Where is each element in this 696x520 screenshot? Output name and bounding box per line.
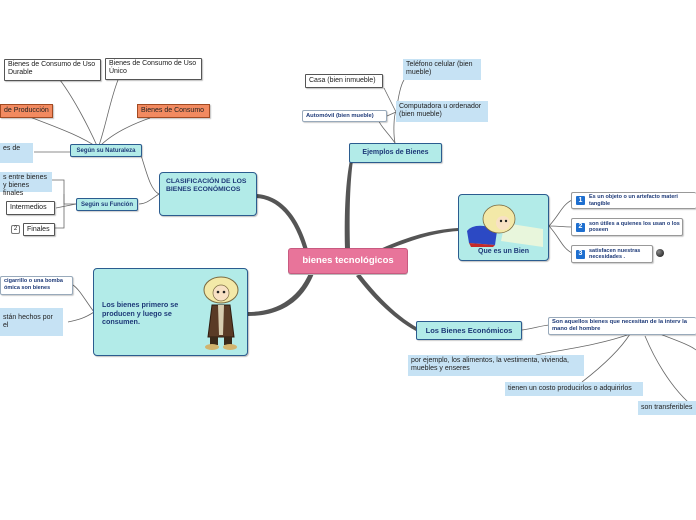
- cut-naturaleza-label: es de: [3, 145, 20, 152]
- ejemplos-node[interactable]: Ejemplos de Bienes: [349, 143, 442, 163]
- produccion-label: de Producción: [4, 107, 49, 115]
- uso-unico-label: Bienes de Consumo de Uso Único: [109, 60, 196, 75]
- cut-naturaleza-node[interactable]: es de: [0, 143, 33, 163]
- cut-funcion-line-1: s entre bienes: [3, 174, 49, 182]
- segun-funcion-label: Según su Función: [81, 201, 133, 209]
- economicos-costo-label: tienen un costo producirlos o adquirirlo…: [508, 385, 632, 393]
- finales-badge: 2: [11, 225, 20, 234]
- finales-badge-label: 2: [14, 226, 17, 232]
- cut-funcion-line-2: y bienes finales: [3, 182, 49, 198]
- number-one-icon: 1: [576, 196, 585, 205]
- economicos-node[interactable]: Los Bienes Económicos: [416, 321, 522, 340]
- primero-note-1-label: cigarrillo o una bomba ómica son bienes: [4, 278, 63, 291]
- character-image: [198, 275, 244, 353]
- telefono-label: Teléfono celular (bien mueble): [406, 61, 473, 76]
- root-label: bienes tecnológicos: [302, 257, 393, 265]
- economicos-costo[interactable]: tienen un costo producirlos o adquirirlo…: [505, 382, 643, 396]
- computadora-label: Computadora u ordenador (bien mueble): [399, 103, 481, 118]
- produccion-node[interactable]: de Producción: [0, 104, 53, 118]
- que-es-item-1-text: Es un objeto o un artefacto materi tangi…: [589, 194, 696, 207]
- economicos-transferibles-label: son transferibles: [641, 404, 692, 412]
- economicos-desc-label: Son aquellos bienes que necesitan de la …: [552, 319, 687, 332]
- bienes-consumo-label: Bienes de Consumo: [141, 107, 204, 115]
- que-es-item-3-text: satisfacen nuestras necesidades .: [589, 248, 652, 261]
- telefono-node[interactable]: Teléfono celular (bien mueble): [403, 59, 481, 80]
- flying-character-image: [465, 201, 543, 247]
- economicos-desc[interactable]: Son aquellos bienes que necesitan de la …: [548, 317, 696, 335]
- economicos-ejemplo-label: por ejemplo, los alimentos, la vestiment…: [411, 357, 569, 372]
- clasificacion-title: CLASIFICACIÓN DE LOS BIENES ECONÓMICOS: [166, 178, 246, 193]
- bienes-consumo-node[interactable]: Bienes de Consumo: [137, 104, 210, 118]
- intermedios-node[interactable]: Intermedios: [6, 201, 55, 215]
- que-es-item-3[interactable]: 3 satisfacen nuestras necesidades .: [571, 245, 653, 263]
- uso-unico-node[interactable]: Bienes de Consumo de Uso Único: [105, 58, 202, 80]
- que-es-item-1[interactable]: 1 Es un objeto o un artefacto materi tan…: [571, 192, 696, 209]
- intermedios-label: Intermedios: [10, 204, 47, 212]
- economicos-ejemplo[interactable]: por ejemplo, los alimentos, la vestiment…: [408, 355, 584, 376]
- finales-node[interactable]: Finales: [23, 223, 55, 236]
- number-three-icon: 3: [576, 250, 585, 259]
- uso-durable-node[interactable]: Bienes de Consumo de Uso Durable: [4, 59, 101, 81]
- casa-node[interactable]: Casa (bien inmueble): [305, 74, 383, 88]
- economicos-transferibles[interactable]: son transferibles: [638, 401, 696, 415]
- que-es-item-2[interactable]: 2 son útiles a quienes los usan o los po…: [571, 218, 683, 236]
- casa-label: Casa (bien inmueble): [309, 77, 376, 85]
- economicos-label: Los Bienes Económicos: [426, 327, 513, 335]
- que-es-label: Que es un Bien: [459, 248, 548, 256]
- primero-note-1[interactable]: cigarrillo o una bomba ómica son bienes: [0, 276, 73, 295]
- finales-label: Finales: [27, 226, 50, 234]
- primero-node[interactable]: Los bienes primero se producen y luego s…: [93, 268, 248, 356]
- primero-note-2-label: stán hechos por el: [3, 314, 60, 330]
- ejemplos-label: Ejemplos de Bienes: [362, 149, 428, 157]
- computadora-node[interactable]: Computadora u ordenador (bien mueble): [396, 101, 488, 122]
- uso-durable-label: Bienes de Consumo de Uso Durable: [8, 61, 95, 76]
- root-node[interactable]: bienes tecnológicos: [288, 248, 408, 274]
- segun-naturaleza-label: Según su Naturaleza: [76, 147, 135, 155]
- cut-funcion-node[interactable]: s entre bienes y bienes finales: [0, 172, 52, 192]
- segun-naturaleza-node[interactable]: Según su Naturaleza: [70, 144, 142, 157]
- primero-note-2[interactable]: stán hechos por el: [0, 308, 63, 336]
- que-es-item-2-text: son útiles a quienes los usan o los pose…: [589, 221, 682, 234]
- que-es-node[interactable]: Que es un Bien: [458, 194, 549, 261]
- automovil-label: Automóvil (bien mueble): [306, 112, 374, 120]
- clasificacion-node[interactable]: CLASIFICACIÓN DE LOS BIENES ECONÓMICOS: [159, 172, 257, 216]
- segun-funcion-node[interactable]: Según su Función: [76, 198, 138, 211]
- globe-icon: [656, 249, 664, 257]
- number-two-icon: 2: [576, 223, 585, 232]
- automovil-node[interactable]: Automóvil (bien mueble): [302, 110, 387, 122]
- primero-title: Los bienes primero se producen y luego s…: [102, 301, 194, 327]
